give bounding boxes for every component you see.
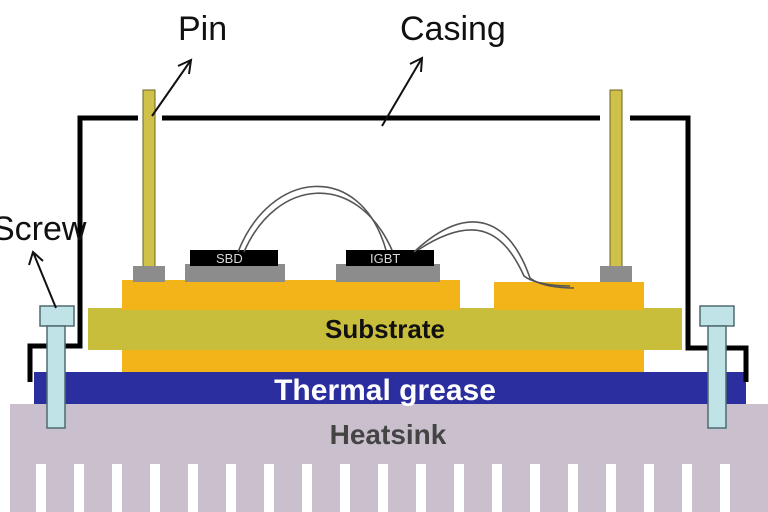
igbt-solder <box>336 264 440 282</box>
pin-left <box>142 89 156 269</box>
bond-wires <box>237 185 575 289</box>
igbt-chip <box>346 250 434 266</box>
top-copper-trace-left <box>122 280 460 310</box>
heatsink-fins <box>36 468 730 512</box>
pin-left-foot <box>133 266 165 282</box>
pin-arrow <box>151 59 192 117</box>
arrow-icon <box>151 58 193 117</box>
arrow-icon <box>381 56 424 127</box>
sbd-label: SBD <box>216 251 243 266</box>
pin-right <box>609 89 623 269</box>
arrow-icon <box>28 250 57 309</box>
substrate-label: Substrate <box>325 314 445 344</box>
screw-label: Screw <box>0 210 87 248</box>
pin-label: Pin <box>178 10 227 48</box>
casing-arrow <box>381 57 423 127</box>
screw-left <box>39 305 75 429</box>
heatsink-fin-columns <box>10 464 768 512</box>
casing-outline <box>27 115 749 382</box>
thermal-grease-layer <box>34 372 746 404</box>
screw-arrow <box>32 251 57 309</box>
igbt-label: IGBT <box>370 251 400 266</box>
heatsink-label: Heatsink <box>330 419 447 450</box>
screw-right <box>699 305 735 429</box>
heatsink-base <box>10 404 768 464</box>
sbd-solder <box>185 264 285 282</box>
pin-right-foot <box>600 266 632 282</box>
thermal-grease-label: Thermal grease <box>274 374 496 407</box>
substrate-layer <box>88 308 682 350</box>
casing-label: Casing <box>400 10 506 48</box>
sbd-chip <box>190 250 278 266</box>
